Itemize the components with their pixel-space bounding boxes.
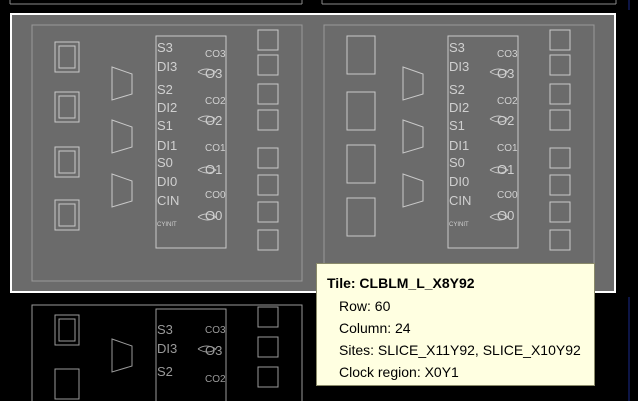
pin-s2-r: S2 (449, 82, 465, 97)
pin-co2-r: CO2 (497, 96, 518, 107)
tile-tooltip: Tile: CLBLM_L_X8Y92 Row: 60 Column: 24 S… (316, 263, 595, 386)
pin-cin-r: CIN (449, 193, 471, 208)
pin-co3-r: CO3 (497, 49, 518, 60)
selected-tile[interactable]: S3 DI3 S2 DI2 S1 DI1 S0 DI0 CIN CO3 O3 C… (0, 12, 638, 295)
pin-s2-b: S2 (157, 364, 173, 379)
pin-di2: DI2 (157, 100, 177, 115)
pin-cin: CIN (157, 193, 179, 208)
tooltip-clock-region: Clock region: X0Y1 (339, 364, 459, 380)
top-tile-row[interactable] (0, 0, 638, 10)
pin-di3-b: DI3 (157, 341, 177, 356)
pin-o1-r: O1 (497, 162, 514, 177)
tooltip-title: Tile: CLBLM_L_X8Y92 (327, 275, 475, 291)
pin-s1: S1 (157, 118, 173, 133)
pin-s0-r: S0 (449, 155, 465, 170)
pin-di1-r: DI1 (449, 138, 469, 153)
pin-co1: CO1 (205, 143, 226, 154)
pin-co2: CO2 (205, 96, 226, 107)
bottom-tile-row[interactable]: S3 DI3 S2 CO3 O3 CO2 (0, 297, 638, 401)
pin-co0-r: CO0 (497, 190, 518, 201)
pin-cyinit: CYINIT (157, 222, 177, 228)
pin-di3: DI3 (157, 59, 177, 74)
pin-o2-r: O2 (497, 113, 514, 128)
pin-o3-r: O3 (497, 66, 514, 81)
pin-di3-r: DI3 (449, 59, 469, 74)
pin-co2-b: CO2 (205, 374, 226, 385)
pin-di1: DI1 (157, 138, 177, 153)
pin-s3: S3 (157, 40, 173, 55)
pin-s0: S0 (157, 155, 173, 170)
pin-s2: S2 (157, 82, 173, 97)
tooltip-column: Column: 24 (339, 320, 411, 336)
pin-di2-r: DI2 (449, 100, 469, 115)
pin-o1: O1 (205, 162, 222, 177)
pin-o3: O3 (205, 66, 222, 81)
tooltip-sites: Sites: SLICE_X11Y92, SLICE_X10Y92 (339, 342, 581, 358)
pin-co0: CO0 (205, 190, 226, 201)
pin-o0: O0 (205, 208, 222, 223)
pin-s3-b: S3 (157, 322, 173, 337)
pin-o2: O2 (205, 113, 222, 128)
pin-cyinit-r: CYINIT (449, 222, 469, 228)
pin-di0-r: DI0 (449, 174, 469, 189)
pin-s1-r: S1 (449, 118, 465, 133)
pin-co1-r: CO1 (497, 143, 518, 154)
pin-di0: DI0 (157, 174, 177, 189)
pin-co3: CO3 (205, 49, 226, 60)
tooltip-row: Row: 60 (339, 298, 391, 314)
pin-o3-b: O3 (205, 343, 222, 358)
pin-o0-r: O0 (497, 208, 514, 223)
pin-s3-r: S3 (449, 40, 465, 55)
pin-co3-b: CO3 (205, 325, 226, 336)
